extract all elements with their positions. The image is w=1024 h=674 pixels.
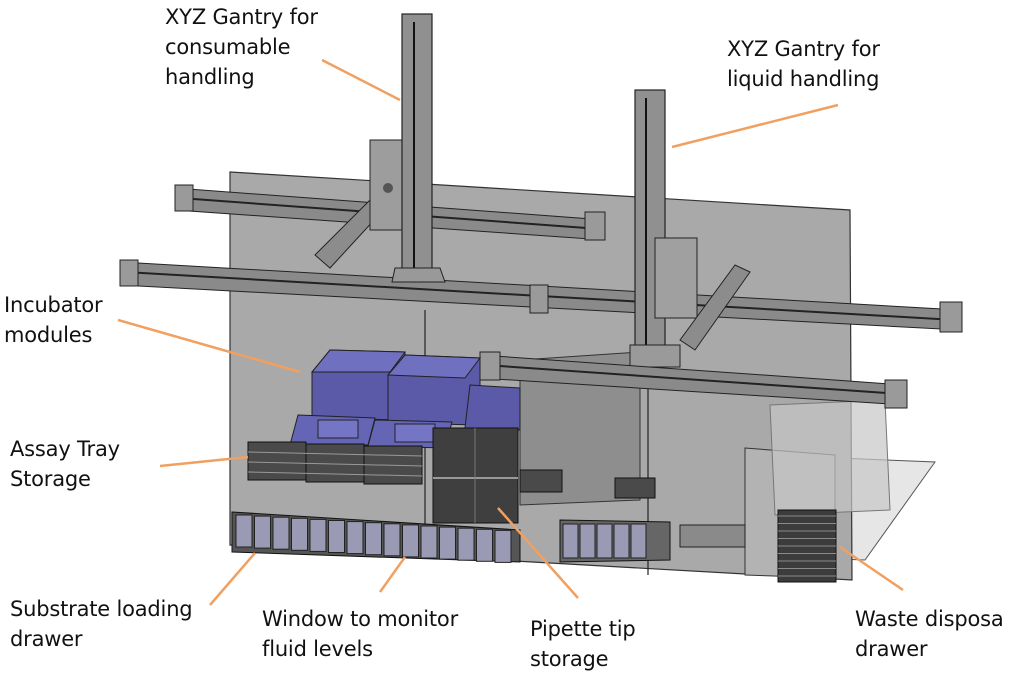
fluid-window [383, 523, 401, 557]
fluid-window [328, 520, 345, 553]
waste-housing [769, 399, 891, 516]
arrow-pipette-tip [497, 507, 579, 599]
fluid-window [402, 524, 419, 558]
callout-pipette-tip-storage: Pipette tip storage [530, 617, 636, 671]
fluid-window [613, 523, 630, 559]
incubator-modules [289, 349, 521, 449]
fluid-window [457, 527, 475, 561]
arrow-substrate [209, 552, 256, 606]
arrow-incubator [117, 318, 301, 374]
callout-consumable-gantry: XYZ Gantry for consumable handling [165, 5, 318, 89]
consumable-gantry [314, 13, 446, 283]
callout-waste-drawer: Waste disposa drawer [855, 607, 1004, 661]
pipette-tip-storage [432, 427, 746, 548]
fluid-window [439, 526, 456, 560]
callout-fluid-window: Window to monitor fluid levels [262, 607, 458, 661]
center-wall [519, 351, 641, 506]
fluid-window [235, 514, 253, 548]
arrow-assay-tray [159, 455, 249, 468]
fluid-window [420, 525, 438, 559]
arrow-liquid-gantry [671, 103, 839, 149]
fluid-window [562, 523, 579, 559]
fluid-window [579, 523, 596, 559]
arrow-fluid-window [378, 556, 407, 593]
callout-assay-tray-storage: Assay Tray Storage [10, 437, 120, 491]
fluid-window [596, 523, 613, 559]
fluid-window [291, 517, 308, 551]
substrate-drawer [231, 511, 671, 563]
fluid-window [309, 518, 327, 552]
callout-incubator-modules: Incubator modules [4, 293, 103, 347]
fluid-window [272, 516, 290, 550]
fluid-window [494, 529, 512, 563]
fluid-window [254, 515, 271, 549]
arrow-consumable-gantry [321, 58, 401, 102]
fluid-window [476, 528, 493, 562]
callout-substrate-drawer: Substrate loading drawer [10, 597, 193, 651]
callout-liquid-gantry: XYZ Gantry for liquid handling [727, 37, 880, 91]
waste-disposal-stack [777, 509, 837, 583]
fluid-window [346, 521, 364, 555]
arrow-waste [839, 545, 904, 592]
assay-tray-storage [247, 441, 423, 485]
fluid-window [365, 522, 382, 556]
callout-arrows [117, 58, 904, 606]
liquid-gantry [629, 89, 751, 368]
fluid-window [630, 523, 647, 559]
